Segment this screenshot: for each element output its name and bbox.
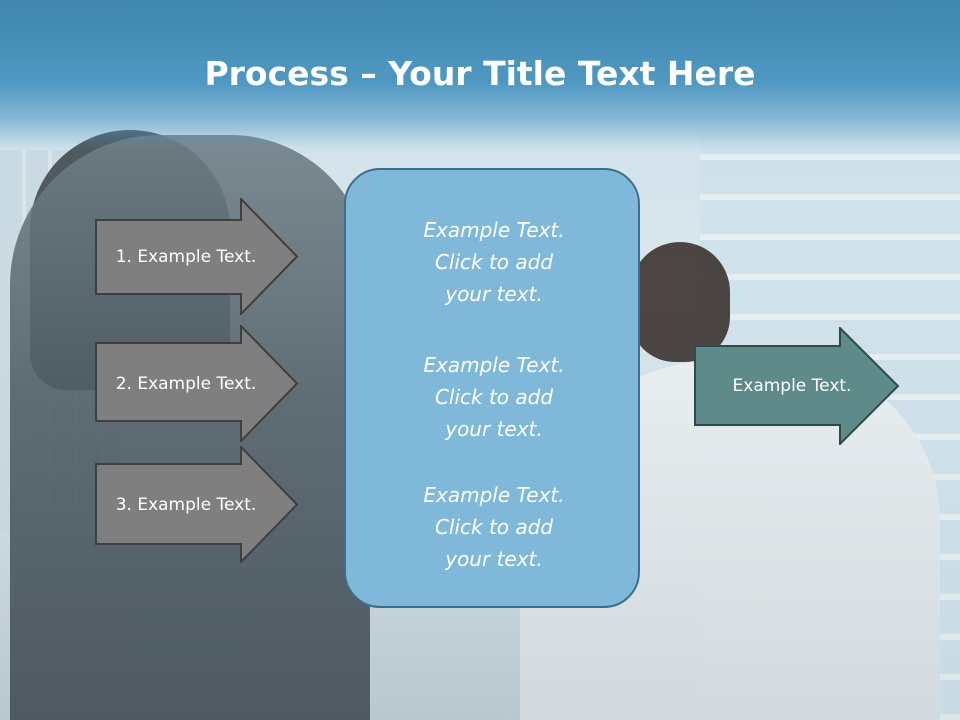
man-figure-head [630, 242, 730, 362]
slide-title[interactable]: Process – Your Title Text Here [0, 52, 960, 96]
center-text-box[interactable]: Example Text. Click to add your text. Ex… [344, 168, 640, 608]
center-text-line: Click to add [434, 250, 554, 274]
center-text-block-2[interactable]: Example Text. Click to add your text. [346, 349, 642, 445]
center-text-line: Example Text. [423, 483, 565, 507]
title-bar: Process – Your Title Text Here [0, 0, 960, 150]
step-arrow-2[interactable]: 2. Example Text. [95, 325, 299, 442]
arrow-right-shape [95, 198, 299, 315]
center-text-block-1[interactable]: Example Text. Click to add your text. [346, 214, 642, 310]
step-label-2: 2. Example Text. [115, 373, 257, 394]
arrow-right-shape [694, 327, 900, 445]
output-arrow[interactable]: Example Text. [694, 327, 900, 445]
center-text-line: your text. [445, 417, 543, 441]
slide-title-rest: – Your Title Text Here [348, 54, 756, 93]
center-text-line: Click to add [434, 385, 554, 409]
step-label-3: 3. Example Text. [115, 494, 257, 515]
step-label-1: 1. Example Text. [115, 246, 257, 267]
center-text-line: Example Text. [423, 218, 565, 242]
center-text-block-3[interactable]: Example Text. Click to add your text. [346, 479, 642, 575]
step-arrow-1[interactable]: 1. Example Text. [95, 198, 299, 315]
output-label: Example Text. [732, 376, 852, 396]
arrow-right-shape [95, 446, 299, 563]
center-text-line: your text. [445, 282, 543, 306]
center-text-line: your text. [445, 547, 543, 571]
arrow-right-shape [95, 325, 299, 442]
center-text-line: Click to add [434, 515, 554, 539]
slide-title-bold: Process [204, 54, 349, 93]
step-arrow-3[interactable]: 3. Example Text. [95, 446, 299, 563]
center-text-line: Example Text. [423, 353, 565, 377]
